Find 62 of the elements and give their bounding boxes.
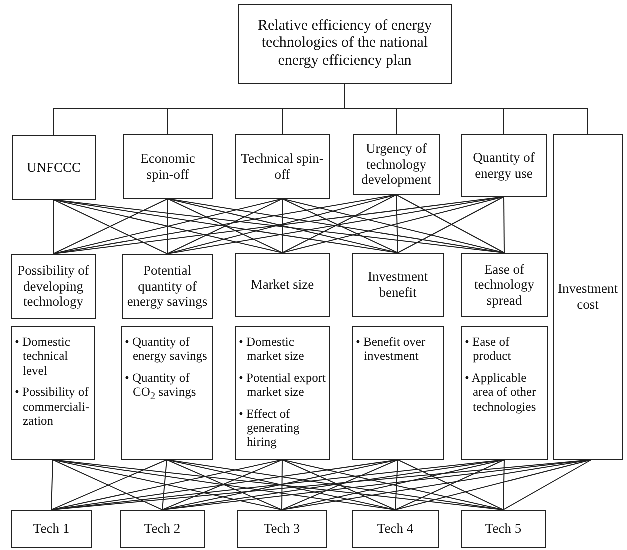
detail-box [461,326,548,460]
detail-box [235,326,330,460]
bullet-item: • Ease of product [465,335,512,364]
bullet-item: • Applicable area of other technologies [465,370,538,414]
criterion-box [235,253,330,317]
criterion-box [237,510,327,548]
connector-line [503,460,592,510]
connector-line [282,198,283,254]
bullet-item: • Possibility of commerciali-zation [15,385,91,428]
criterion-box [353,134,440,195]
bullet-item: • Quantity of energy savings [125,335,208,364]
criterion-box [461,134,547,197]
connector-line [51,460,54,510]
node-label: Tech 2 [144,521,181,537]
node-label: Urgency of technology development [360,141,432,188]
criterion-box [120,510,205,548]
criterion-box [352,253,444,317]
node-label: Investment benefit [367,269,429,301]
connector-line [396,194,398,254]
detail-box [352,326,444,460]
bullet-item: • Quantity of CO$_{2}$ savings [125,370,198,404]
bullet-item: • Domestic technical level [15,335,72,378]
node-label: Technical spin-off [240,150,325,182]
criterion-box [122,254,213,319]
connector-line [282,460,283,510]
node-label: Quantity of energy use [472,150,536,182]
bullet-item: • Benefit over investment [356,335,427,364]
node-label: Market size [250,277,314,293]
node-label: Ease of technology spread [474,262,536,308]
criterion-box [11,510,92,548]
criterion-box [123,134,213,199]
node-label: Possibility of developing technology [16,263,90,310]
connector-line [344,84,588,134]
node-label: Tech 1 [33,521,70,537]
node-label: Relative efficiency of energy technologies of the national energy efficiency plan [257,18,433,70]
node-label: Investment cost [557,281,619,313]
goal-box [238,4,452,84]
connector-line [395,460,592,510]
criterion-box [461,510,546,548]
criterion-box [553,134,623,460]
node-label: UNFCCC [26,160,82,176]
connector-line [53,200,54,254]
bullet-item: • Effect of generating hiring [239,406,301,450]
detail-box [11,326,95,460]
node-label: Tech 3 [264,521,300,537]
criterion-box [352,510,439,548]
detail-box [121,326,213,460]
connector-line [162,460,168,510]
bullet-item: • Potential export market size [239,370,327,400]
criterion-box [461,253,548,317]
bullet-item: • Domestic market size [239,335,306,364]
node-label: Potential quantity of energy savings [126,263,209,310]
node-label: Tech 4 [377,521,414,537]
node-label: Economic spin-off [140,150,196,182]
criterion-box [235,134,330,199]
connector-line [503,460,505,510]
connector-line [167,198,168,254]
node-label: Tech 5 [485,521,522,537]
connector-line [504,196,505,254]
criterion-box [12,135,96,200]
connector-line [395,460,398,510]
criterion-box [11,254,96,319]
